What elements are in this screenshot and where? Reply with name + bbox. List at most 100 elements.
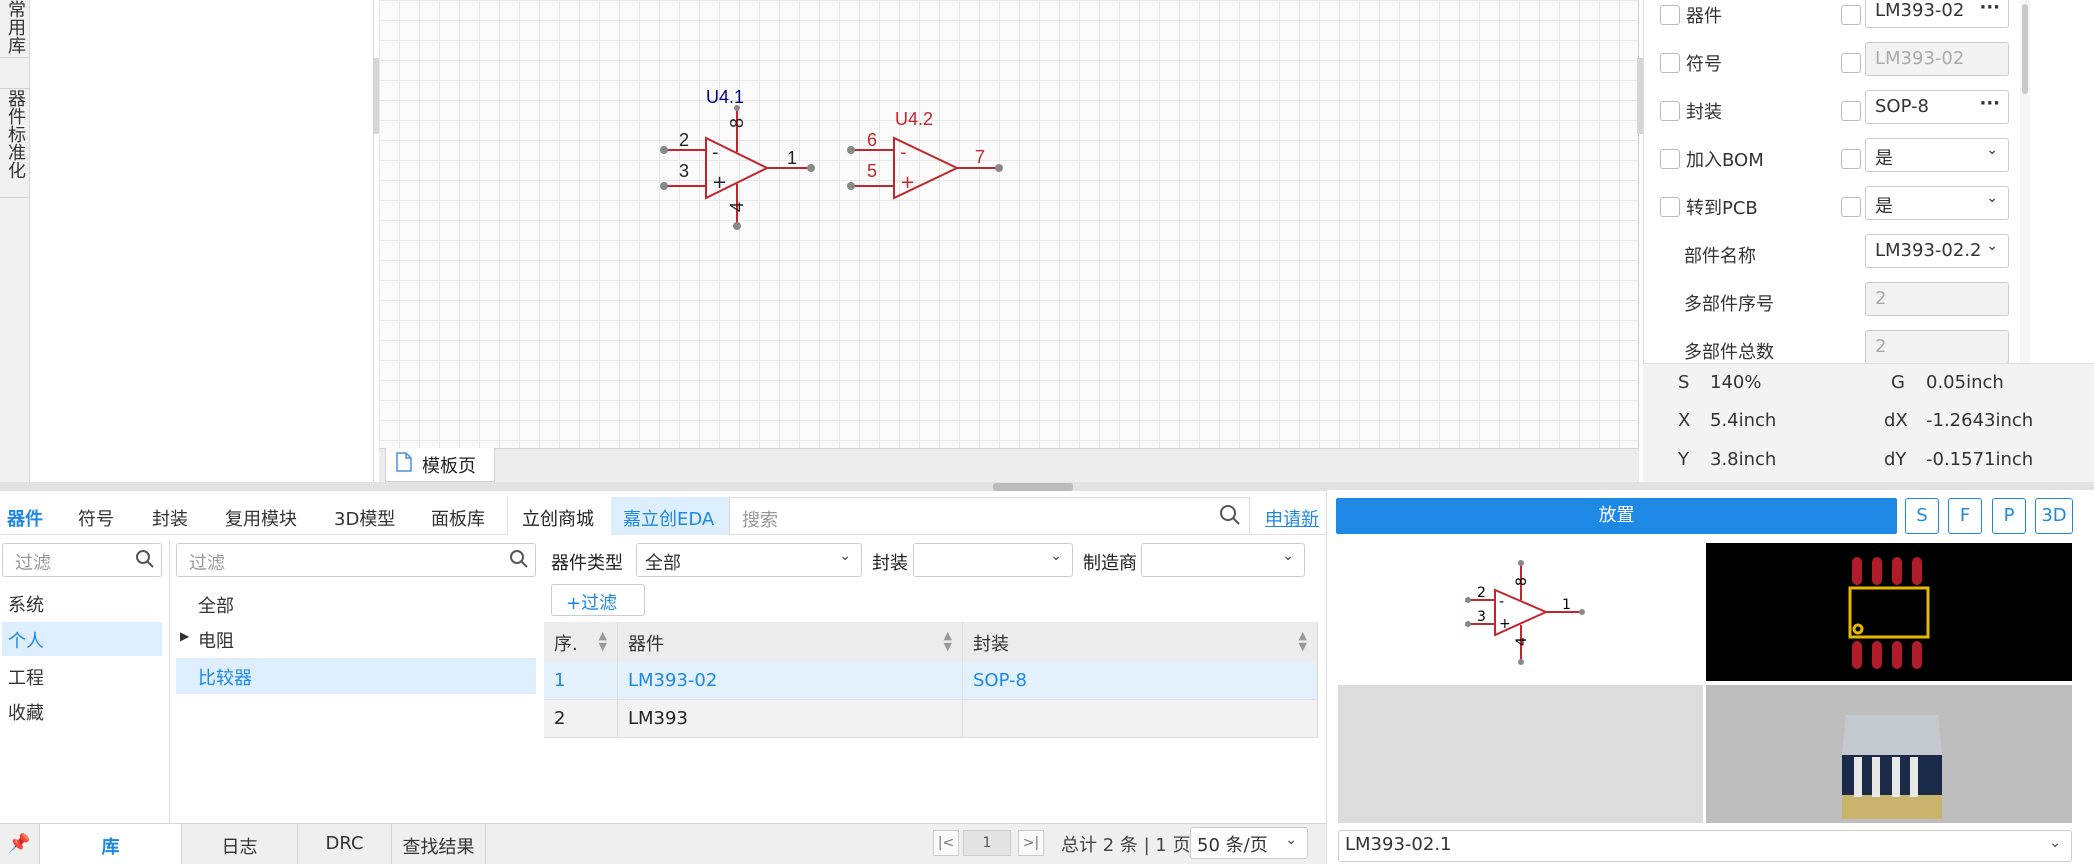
chevron-right-icon[interactable]: ▶ — [180, 629, 190, 643]
category-project[interactable]: 工程 — [8, 668, 44, 689]
prop-checkbox-2[interactable] — [1841, 149, 1861, 169]
category-favorites[interactable]: 收藏 — [8, 703, 44, 724]
prop-checkbox[interactable] — [1660, 149, 1680, 169]
vtab-part-standardize[interactable]: 器件标准化 — [0, 88, 30, 198]
tree-filter-input[interactable]: 过滤 — [176, 543, 536, 577]
ref-u4-1: U4.1 — [706, 87, 744, 107]
pcb-select[interactable]: 是⌄ — [1865, 186, 2009, 220]
apply-new-link[interactable]: 申请新 — [1265, 509, 1319, 530]
col-header-index[interactable]: 序. ▲▼ — [544, 622, 618, 662]
opamp-u4-2[interactable]: U4.2 6 5 7 - + — [847, 109, 1003, 200]
part-select[interactable]: LM393-02.1⌄ — [1338, 830, 2072, 862]
splitter-drag-handle[interactable] — [993, 483, 1073, 491]
last-page-button[interactable]: >| — [1018, 830, 1044, 856]
tab-panel-library[interactable]: 面板库 — [431, 509, 485, 530]
add-filter-button[interactable]: +过滤 ▼ — [551, 584, 645, 634]
tree-item-all[interactable]: 全部 — [198, 596, 234, 617]
prop-checkbox[interactable] — [1660, 101, 1680, 121]
part-name-select[interactable]: LM393-02.2⌄ — [1865, 234, 2009, 268]
prop-checkbox-2[interactable] — [1841, 197, 1861, 217]
place-button[interactable]: 放置 — [1336, 498, 1897, 534]
plus-sign: + — [900, 172, 915, 193]
prop-row-symbol: 符号 LM393-02 — [1644, 38, 2021, 86]
symbol-field: LM393-02 — [1865, 42, 2009, 76]
search-icon[interactable] — [1219, 504, 1241, 531]
tab-footprint[interactable]: 封装 — [152, 509, 188, 530]
pin-icon[interactable]: 📌 — [0, 824, 40, 864]
tab-search-results[interactable]: 查找结果 — [392, 824, 486, 864]
part-total-value: 2 — [1875, 336, 1887, 357]
first-page-button[interactable]: |< — [933, 830, 959, 856]
tree-label: 电阻 — [198, 631, 234, 652]
tree-item-resistor[interactable]: ▶ 电阻 — [176, 621, 536, 657]
tab-3d-model[interactable]: 3D模型 — [334, 509, 396, 530]
footprint-preview-button[interactable]: F — [1948, 498, 1982, 534]
more-icon[interactable]: ··· — [1979, 93, 2000, 114]
part-index-value: 2 — [1875, 288, 1887, 309]
page-tab-template[interactable]: 模板页 — [385, 448, 495, 482]
more-icon[interactable]: ··· — [1979, 0, 2000, 18]
prop-checkbox-2[interactable] — [1841, 101, 1861, 121]
g-label: G — [1891, 372, 1905, 393]
sort-icon[interactable]: ▲▼ — [598, 629, 607, 653]
left-panel-collapse-handle[interactable] — [373, 58, 379, 134]
category-personal[interactable]: 个人 — [2, 622, 162, 656]
per-page-select[interactable]: 50 条/页⌄ — [1190, 827, 1308, 859]
prop-checkbox[interactable] — [1660, 53, 1680, 73]
sort-icon[interactable]: ▲▼ — [1298, 629, 1307, 653]
chevron-down-icon: ⌄ — [2049, 835, 2061, 851]
schematic-canvas[interactable]: U4.1 2 3 1 8 4 - + U4.2 6 — [379, 0, 1639, 448]
footprint-select[interactable]: ⌄ — [913, 543, 1073, 577]
vtab-common-library[interactable]: 常用库 — [0, 0, 30, 58]
prop-row-bom: 加入BOM 是⌄ — [1644, 134, 2021, 182]
tab-reuse-module[interactable]: 复用模块 — [225, 509, 297, 530]
prop-checkbox[interactable] — [1660, 197, 1680, 217]
tab-lcsc-store[interactable]: 立创商城 — [507, 497, 611, 535]
tab-device[interactable]: 器件 — [7, 509, 43, 530]
category-filter-input[interactable]: 过滤 — [2, 543, 162, 577]
col-header-footprint[interactable]: 封装▲▼ — [963, 622, 1318, 662]
plus-sign: + — [712, 172, 727, 193]
preview-pin-2: 2 — [1477, 585, 1486, 601]
search-icon[interactable] — [509, 549, 529, 574]
bom-value: 是 — [1875, 148, 1893, 169]
opamp-u4-1[interactable]: U4.1 2 3 1 8 4 - + — [660, 87, 815, 230]
manufacturer-select[interactable]: ⌄ — [1141, 543, 1305, 577]
properties-scrollbar[interactable] — [2020, 0, 2030, 363]
dx-label: dX — [1884, 410, 1908, 431]
tab-library[interactable]: 库 — [40, 824, 182, 864]
tab-log[interactable]: 日志 — [182, 824, 298, 864]
cell-footprint — [963, 700, 1318, 738]
search-icon[interactable] — [135, 549, 155, 574]
symbol-preview-button[interactable]: S — [1905, 498, 1939, 534]
footprint-field[interactable]: SOP-8··· — [1865, 90, 2009, 124]
sort-icon[interactable]: ▲▼ — [943, 629, 952, 653]
col-label: 序. — [554, 634, 578, 655]
type-label: 器件类型 — [551, 553, 623, 574]
eda-label: 嘉立创EDA — [623, 509, 715, 530]
cell-index: 1 — [544, 662, 618, 700]
properties-scroll-thumb[interactable] — [2022, 4, 2028, 94]
right-panel-collapse-handle[interactable] — [1637, 58, 1643, 134]
col-header-device[interactable]: 器件▲▼ — [618, 622, 963, 662]
scale-value: 140% — [1710, 372, 1762, 393]
prop-checkbox[interactable] — [1660, 5, 1680, 25]
library-search-input[interactable]: 搜索 — [729, 497, 1250, 535]
pcb-preview-button[interactable]: P — [1992, 498, 2026, 534]
left-panel — [30, 0, 374, 482]
category-system[interactable]: 系统 — [8, 595, 44, 616]
page-tab-label: 模板页 — [422, 455, 476, 477]
tab-symbol[interactable]: 符号 — [78, 509, 114, 530]
3d-preview-button[interactable]: 3D — [2035, 498, 2073, 534]
tree-item-comparator[interactable]: 比较器 — [176, 658, 536, 694]
prop-checkbox-2[interactable] — [1841, 53, 1861, 73]
bom-select[interactable]: 是⌄ — [1865, 138, 2009, 172]
page-number[interactable]: 1 — [963, 830, 1011, 856]
pin-3-label: 3 — [679, 161, 689, 181]
prop-checkbox-2[interactable] — [1841, 5, 1861, 25]
tab-jlc-eda[interactable]: 嘉立创EDA — [611, 497, 729, 535]
device-field[interactable]: LM393-02··· — [1865, 0, 2009, 28]
tab-drc[interactable]: DRC — [298, 824, 392, 864]
type-select[interactable]: 全部⌄ — [636, 543, 862, 577]
prop-row-pcb: 转到PCB 是⌄ — [1644, 182, 2021, 230]
